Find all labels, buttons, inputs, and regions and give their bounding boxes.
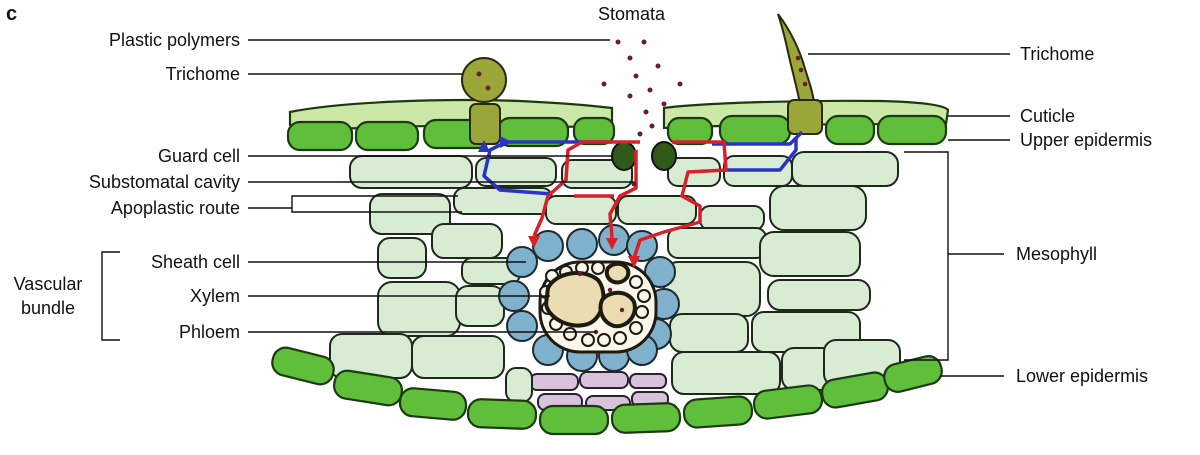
lower-epidermis: [271, 346, 943, 436]
lower-bundle-cells: [505, 367, 669, 411]
plastic-particles: [577, 39, 683, 335]
panel-letter: c: [6, 3, 17, 25]
label-lower-epidermis: Lower epidermis: [1016, 366, 1148, 386]
trichome-left: [461, 57, 507, 145]
trichome-right: [777, 13, 823, 135]
label-vascular-bundle-line2: bundle: [21, 298, 75, 318]
label-upper-epidermis: Upper epidermis: [1020, 130, 1152, 150]
leader-lines: [101, 39, 1010, 377]
label-apoplastic-route: Apoplastic route: [111, 198, 240, 218]
xylem: [543, 261, 637, 329]
symplastic-route: [528, 140, 728, 268]
label-plastic-polymers: Plastic polymers: [109, 30, 240, 50]
label-cuticle: Cuticle: [1020, 106, 1075, 126]
label-trichome-right: Trichome: [1020, 44, 1094, 64]
label-trichome-left: Trichome: [166, 64, 240, 84]
label-mesophyll: Mesophyll: [1016, 244, 1097, 264]
label-phloem: Phloem: [179, 322, 240, 342]
label-substomatal-cavity: Substomatal cavity: [89, 172, 240, 192]
guard-cells: [611, 141, 677, 171]
label-guard-cell: Guard cell: [158, 146, 240, 166]
apoplastic-route: [478, 130, 804, 196]
label-sheath-cell: Sheath cell: [151, 252, 240, 272]
label-xylem: Xylem: [190, 286, 240, 306]
label-vascular-bundle-line1: Vascular: [14, 274, 83, 294]
label-stomata: Stomata: [598, 4, 666, 24]
